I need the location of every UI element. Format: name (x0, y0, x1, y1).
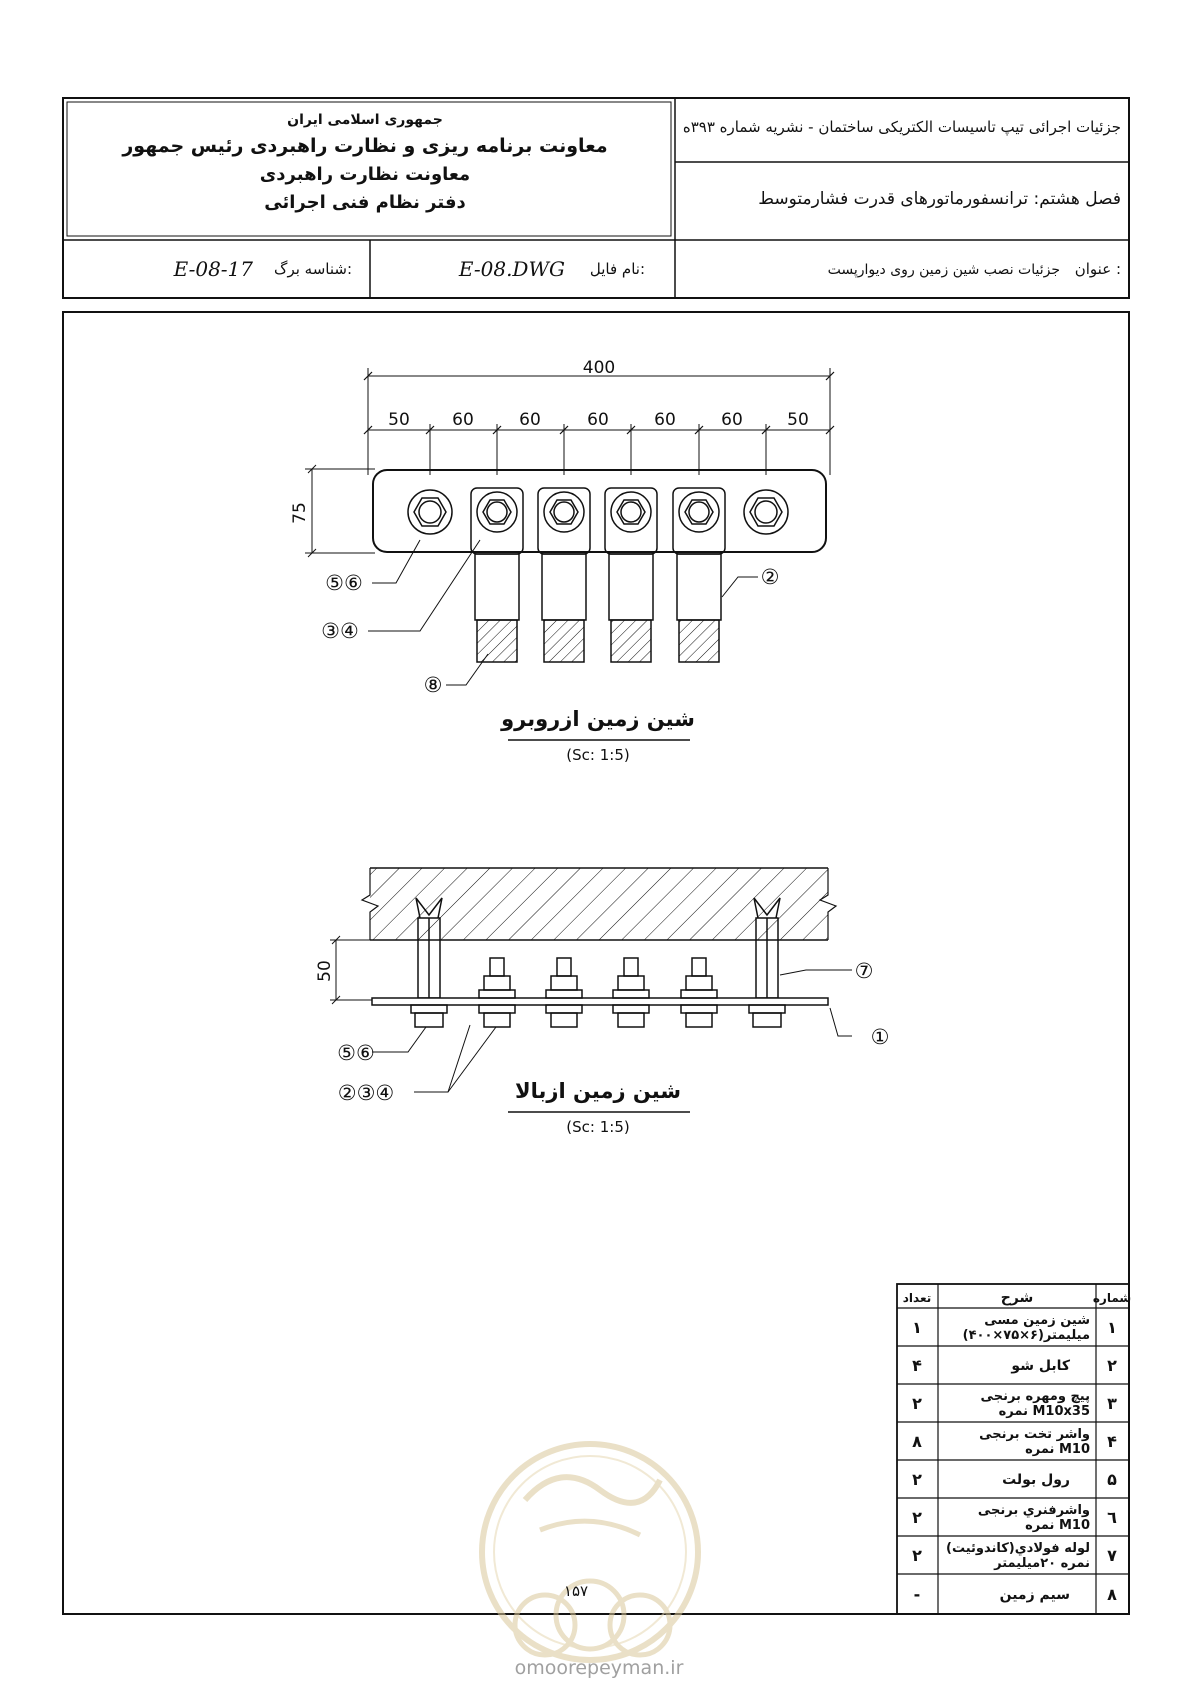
table-row-description-detail: نمره M10x35 (999, 1404, 1090, 1419)
end-nut-left (410, 1004, 448, 1028)
callout-2-3-4-top: ②③④ (338, 1081, 394, 1105)
top-view-title: شین زمین ازبالا (515, 1079, 681, 1103)
table-header-description: شرح (1001, 1290, 1034, 1306)
lug-bolt-4 (680, 957, 718, 1028)
table-row-qty: ۲ (912, 1508, 922, 1527)
table-row-description: لوله فولادي(كاندوئيت) (946, 1541, 1090, 1556)
watermark-logo (479, 1441, 701, 1663)
dim-3: 60 (519, 410, 541, 430)
table-row-number: ۵ (1107, 1470, 1117, 1489)
earth-busbar (372, 469, 827, 553)
front-leaders (368, 539, 758, 686)
top-dimension (330, 935, 372, 1005)
cable-lug-1 (470, 487, 524, 663)
title-block: جمهوری اسلامی ایران معاونت برنامه ریزی و… (62, 97, 1130, 299)
page-number: ۱۵۷ (564, 1582, 588, 1600)
table-row-qty: ۲ (912, 1394, 922, 1413)
table-row-description: کابل شو (1010, 1358, 1070, 1374)
callout-1-top: ① (871, 1025, 890, 1049)
table-row-qty: ۲ (912, 1470, 922, 1489)
chapter-title: فصل هشتم: ترانسفورماتورهای قدرت فشارمتوس… (758, 189, 1121, 209)
busbar-top (371, 997, 829, 1006)
file-name: E-08.DWG (458, 257, 565, 281)
table-row-qty: ۲ (912, 1546, 922, 1565)
cable-lug-4 (672, 487, 726, 663)
dim-7: 50 (787, 410, 809, 430)
parts-table: شماره شرح تعداد ۱ ۱ شین زمین مسی(۴۰۰×۷۵×۶)… (896, 1283, 1131, 1615)
table-row-number: ٦ (1107, 1508, 1117, 1527)
dim-6: 60 (721, 410, 743, 430)
watermark-text: omoorepeyman.ir (515, 1657, 684, 1679)
file-name-label: نام فایل: (590, 260, 645, 278)
callout-5-6-top: ⑤⑥ (337, 1041, 375, 1065)
lug-bolt-1 (478, 957, 516, 1028)
dim-2: 60 (452, 410, 474, 430)
table-row-description: سيم زمين (1000, 1587, 1070, 1603)
table-row-number: ۳ (1107, 1394, 1117, 1413)
table-row-number: ۷ (1107, 1546, 1117, 1565)
cable-lug-3 (604, 487, 658, 663)
top-leaders (372, 969, 852, 1093)
lug-bolt-3 (612, 957, 650, 1028)
callout-3-4-front: ③④ (321, 619, 359, 643)
table-row-number: ۲ (1107, 1356, 1117, 1375)
end-bolt-right (743, 489, 789, 535)
cable-lug-2 (537, 487, 591, 663)
table-row-description: پیچ ومهره برنجی (981, 1389, 1090, 1404)
drawing-frame (62, 311, 1130, 1615)
dim-4: 60 (587, 410, 609, 430)
front-view-scale: (Sc: 1:5) (566, 746, 629, 764)
table-row-qty: ۸ (912, 1432, 922, 1451)
org-line4: دفتر نظام فنی اجرائی (264, 192, 465, 213)
top-view-scale: (Sc: 1:5) (566, 1118, 629, 1136)
table-row-description-detail: نمره ۲۰میلیمتر (993, 1556, 1090, 1571)
org-line2: معاونت برنامه ریزی و نظارت راهبردی رئیس … (121, 135, 607, 157)
table-row-description: واشر تخت برنجی (979, 1427, 1090, 1442)
dim-5: 60 (654, 410, 676, 430)
table-row-description-detail: نمره M10 (1025, 1518, 1090, 1533)
table-rows: ۱ ۱ شین زمین مسی(۴۰۰×۷۵×۶)میلیمتر ۲ ۴ کابل شو… (912, 1313, 1117, 1604)
front-view: 400 50 60 60 60 60 60 50 75 (290, 358, 835, 764)
table-header-qty: تعداد (903, 1291, 931, 1305)
table-row-qty: ۱ (912, 1318, 922, 1337)
sheet-title: جزئیات نصب شین زمین روی دیوارپست (828, 262, 1060, 278)
table-header-number: شماره (1093, 1291, 1131, 1305)
callout-8-front: ⑧ (424, 673, 443, 697)
table-row-qty: ۴ (912, 1356, 922, 1375)
sheet-id: E-08-17 (173, 257, 254, 281)
org-line1: جمهوری اسلامی ایران (287, 112, 443, 128)
callout-7-top: ⑦ (855, 959, 874, 983)
sheet-title-label: عنوان : (1075, 260, 1121, 278)
dim-height: 75 (290, 502, 310, 524)
callout-5-6-front: ⑤⑥ (325, 571, 363, 595)
table-row-description-detail: نمره M10 (1025, 1442, 1090, 1457)
table-row-number: ۱ (1107, 1318, 1117, 1337)
top-dim-height: 50 (315, 960, 335, 982)
dim-total: 400 (583, 358, 615, 378)
table-row-description: شین زمین مسی (984, 1313, 1090, 1328)
publication-title: جزئیات اجرائی تیپ تاسیسات الکتریکی ساختم… (683, 118, 1121, 137)
table-row-description-detail: (۴۰۰×۷۵×۶)میلیمتر (963, 1328, 1090, 1343)
table-row-description: رول بولت (1002, 1472, 1070, 1488)
org-line3: معاونت نظارت راهبردی (260, 164, 470, 185)
callout-2-front: ② (761, 565, 780, 589)
front-view-title: شین زمین ازروبرو (500, 707, 695, 731)
end-nut-right (748, 1004, 786, 1028)
table-row-description: واشرفنري برنجی (978, 1503, 1090, 1518)
dim-1: 50 (388, 410, 410, 430)
table-row-qty: - (914, 1585, 921, 1604)
sheet-id-label: شناسه برگ: (274, 260, 352, 278)
table-row-number: ۴ (1107, 1432, 1117, 1451)
table-row-number: ۸ (1107, 1585, 1117, 1604)
top-view: 50 (315, 867, 890, 1136)
front-dimensions (305, 368, 835, 558)
lug-bolt-2 (545, 957, 583, 1028)
end-bolt-left (407, 489, 453, 535)
wall-section (370, 868, 828, 940)
